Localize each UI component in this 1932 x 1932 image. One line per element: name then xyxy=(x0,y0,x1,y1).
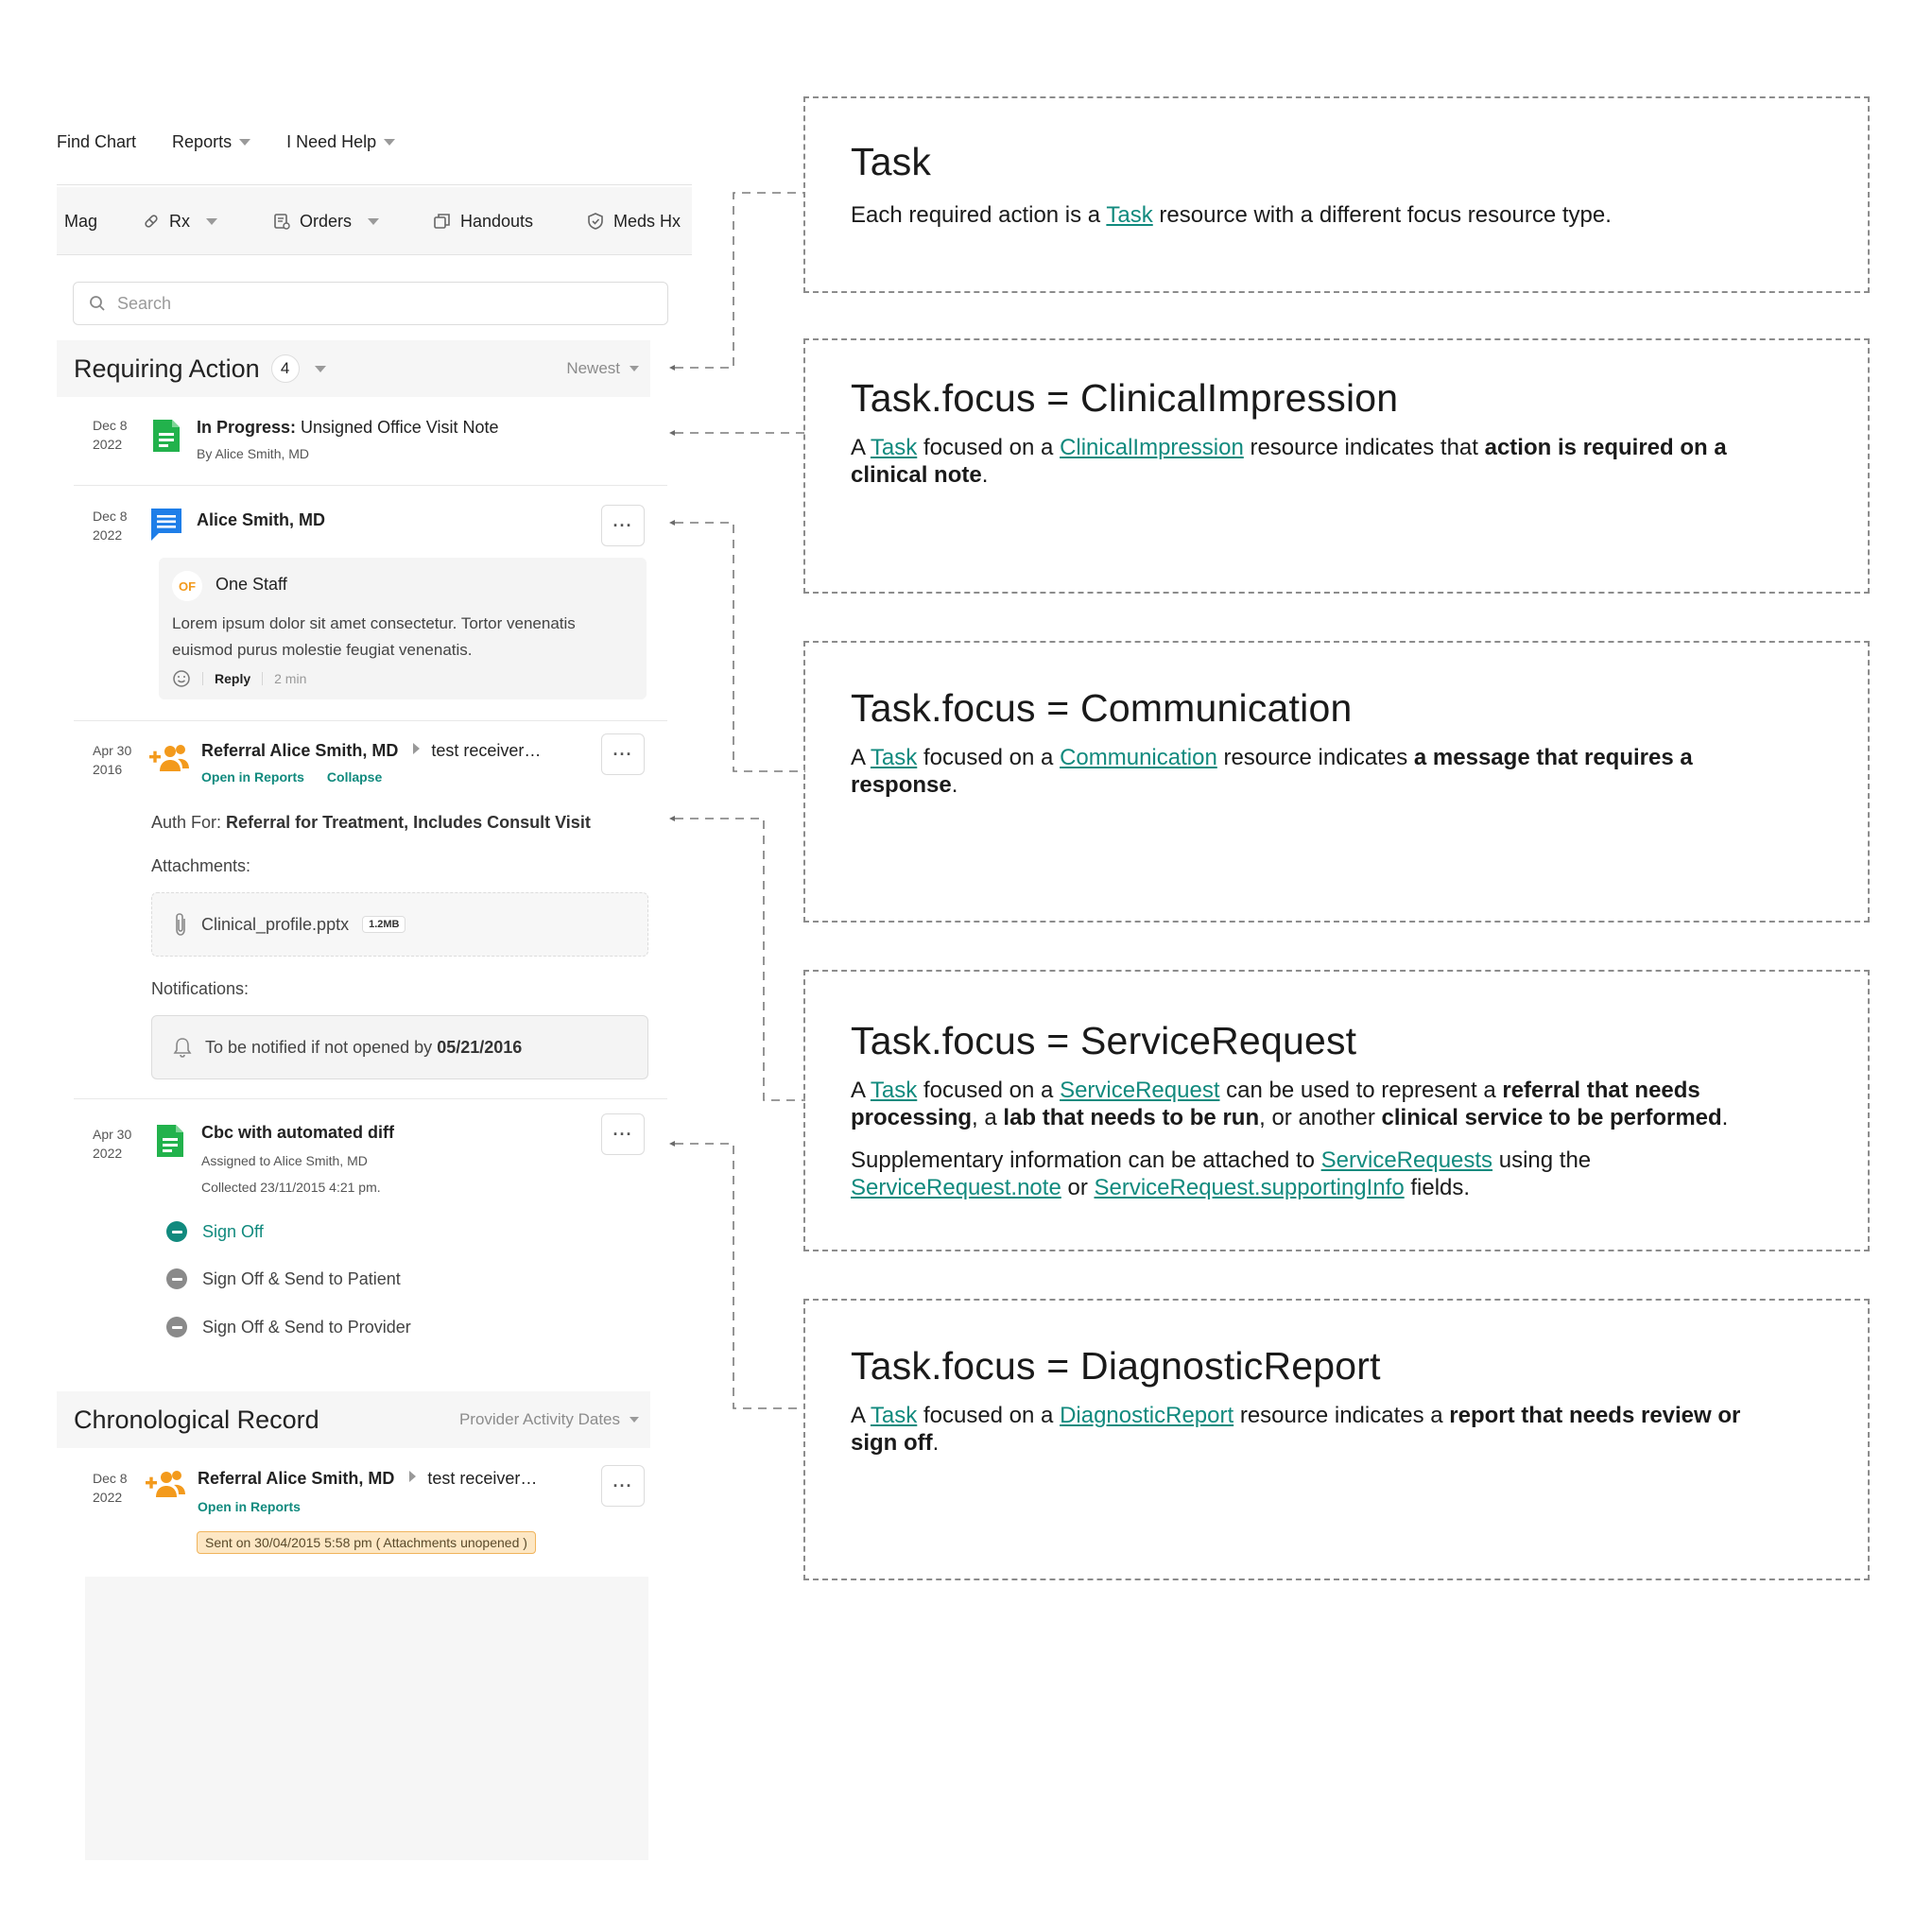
chevron-down-icon xyxy=(206,217,217,225)
orders-icon xyxy=(274,214,290,230)
communication-link[interactable]: Communication xyxy=(1060,745,1217,770)
connector-communication xyxy=(675,522,805,772)
clinical-impression-link[interactable]: ClinicalImpression xyxy=(1060,435,1244,460)
section-title: Chronological Record xyxy=(74,1405,319,1434)
message-icon xyxy=(149,507,183,547)
connector-task xyxy=(675,192,805,369)
more-options-button[interactable]: ··· xyxy=(601,1465,645,1507)
annotation-diagnostic-report: Task.focus = DiagnosticReport A Task foc… xyxy=(803,1299,1870,1580)
chevron-right-icon xyxy=(409,1471,417,1482)
auth-for: Auth For: Referral for Treatment, Includ… xyxy=(151,813,591,832)
nav-divider xyxy=(57,184,692,185)
paperclip-icon xyxy=(176,913,185,936)
more-options-button[interactable]: ··· xyxy=(601,733,645,775)
minus-circle-icon xyxy=(166,1317,187,1337)
connector-diagnostic xyxy=(675,1143,805,1409)
annotation-task: Task Each required action is a Task reso… xyxy=(803,96,1870,293)
task-link[interactable]: Task xyxy=(870,1403,918,1428)
file-size-badge: 1.2MB xyxy=(362,916,406,933)
chevron-down-icon xyxy=(384,138,396,146)
minus-circle-icon xyxy=(166,1268,187,1289)
divider xyxy=(74,1098,667,1099)
search-icon xyxy=(90,296,105,311)
comment-text: Lorem ipsum dolor sit amet consectetur. … xyxy=(172,614,576,659)
section-title: Requiring Action xyxy=(74,354,260,383)
count-badge: 4 xyxy=(270,354,300,383)
task-link[interactable]: Task xyxy=(870,435,918,460)
empty-area xyxy=(85,1577,648,1860)
requiring-action-header: Requiring Action 4 Newest xyxy=(57,340,650,397)
chevron-down-icon[interactable] xyxy=(314,365,326,372)
diagnostic-report-link[interactable]: DiagnosticReport xyxy=(1060,1403,1234,1428)
status-badge: Sent on 30/04/2015 5:58 pm ( Attachments… xyxy=(197,1531,536,1554)
comment-author: One Staff xyxy=(216,575,287,594)
attachment-name: Clinical_profile.pptx xyxy=(201,914,350,934)
document-icon xyxy=(151,418,181,458)
service-requests-link[interactable]: ServiceRequests xyxy=(1320,1147,1493,1173)
chronological-record-header: Chronological Record Provider Activity D… xyxy=(57,1391,650,1448)
bell-icon xyxy=(173,1038,192,1058)
chevron-down-icon xyxy=(630,366,639,371)
sign-off-button[interactable]: Sign Off xyxy=(166,1221,264,1242)
search-input[interactable] xyxy=(117,293,647,314)
shield-check-icon xyxy=(588,213,603,230)
sign-off-send-provider-button[interactable]: Sign Off & Send to Provider xyxy=(166,1317,411,1337)
help-menu[interactable]: I Need Help xyxy=(286,132,396,152)
toolbar-orders[interactable]: Orders xyxy=(272,187,380,254)
find-chart-link[interactable]: Find Chart xyxy=(57,131,137,151)
task-link[interactable]: Task xyxy=(1106,202,1153,228)
chevron-down-icon xyxy=(368,217,380,225)
sign-off-send-patient-button[interactable]: Sign Off & Send to Patient xyxy=(166,1268,401,1289)
more-options-button[interactable]: ··· xyxy=(601,505,645,546)
annotation-service-request: Task.focus = ServiceRequest A Task focus… xyxy=(803,970,1870,1251)
annotation-communication: Task.focus = Communication A Task focuse… xyxy=(803,641,1870,923)
attachment-item[interactable]: Clinical_profile.pptx 1.2MB xyxy=(151,892,648,957)
referral-icon xyxy=(146,1469,187,1504)
minus-circle-icon xyxy=(166,1221,187,1242)
open-in-reports-link[interactable]: Open in Reports xyxy=(198,1499,301,1514)
service-request-link[interactable]: ServiceRequest xyxy=(1060,1078,1220,1103)
referral-icon xyxy=(149,743,191,778)
connector-service xyxy=(675,818,805,1101)
document-icon xyxy=(155,1123,185,1164)
notifications-label: Notifications: xyxy=(151,979,250,998)
reports-menu[interactable]: Reports xyxy=(172,132,251,152)
collapse-link[interactable]: Collapse xyxy=(326,769,383,785)
attachments-label: Attachments: xyxy=(151,856,251,875)
chevron-down-icon xyxy=(630,1417,639,1423)
avatar: OF xyxy=(172,571,202,601)
sort-dropdown[interactable]: Provider Activity Dates xyxy=(459,1410,639,1429)
service-request-supporting-info-link[interactable]: ServiceRequest.supportingInfo xyxy=(1094,1175,1405,1200)
sort-dropdown[interactable]: Newest xyxy=(566,359,639,378)
toolbar-handouts[interactable]: Handouts xyxy=(433,187,533,254)
toolbar-mag[interactable]: Mag xyxy=(64,211,98,231)
handouts-icon xyxy=(434,214,450,229)
divider xyxy=(74,485,667,486)
comment-card: OF One Staff Lorem ipsum dolor sit amet … xyxy=(159,558,647,699)
top-nav: Find Chart Reports I Need Help xyxy=(57,121,396,163)
more-options-button[interactable]: ··· xyxy=(601,1113,645,1155)
notification-item: To be notified if not opened by 05/21/20… xyxy=(151,1015,648,1079)
reply-button[interactable]: Reply xyxy=(215,671,251,686)
open-in-reports-link[interactable]: Open in Reports xyxy=(201,769,304,785)
emoji-icon[interactable] xyxy=(172,669,191,688)
task-link[interactable]: Task xyxy=(870,1078,918,1103)
divider xyxy=(74,720,667,721)
service-request-note-link[interactable]: ServiceRequest.note xyxy=(851,1175,1061,1200)
chevron-right-icon xyxy=(413,743,421,754)
chevron-down-icon xyxy=(239,138,251,146)
comment-time: 2 min xyxy=(274,671,307,686)
toolbar-meds-hx[interactable]: Meds Hx xyxy=(586,187,681,254)
toolbar-rx[interactable]: Rx xyxy=(142,187,217,254)
annotation-clinical-impression: Task.focus = ClinicalImpression A Task f… xyxy=(803,338,1870,594)
chart-toolbar: Mag Rx Orders Handouts Meds Hx xyxy=(57,187,692,255)
task-link[interactable]: Task xyxy=(870,745,918,770)
pill-icon xyxy=(145,215,158,228)
search-box xyxy=(73,282,668,325)
